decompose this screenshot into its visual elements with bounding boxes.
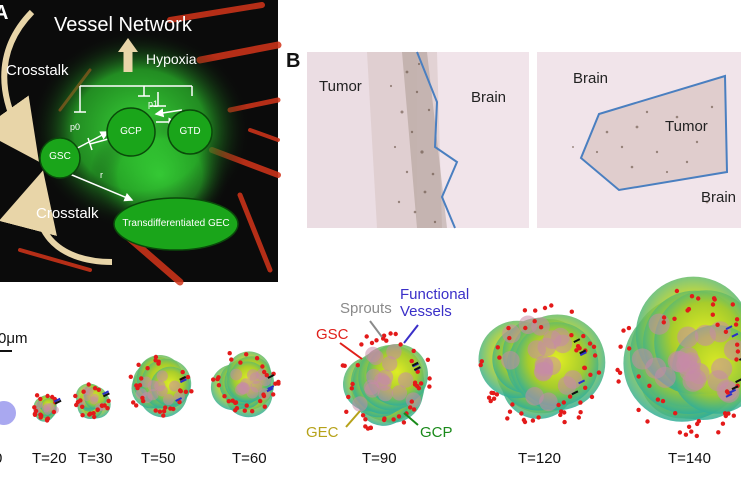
histology-left-graphic [307,51,529,229]
time-label-140: T=140 [668,450,711,467]
gtd-node [167,109,213,155]
hypoxia-label: Hypoxia [146,51,197,67]
tumor-cluster-4 [210,351,281,418]
tumor-cluster-0 [0,401,16,425]
tumor-cluster-5 [340,331,432,431]
time-label-120: T=120 [518,450,561,467]
panel-a-graphic [0,2,282,286]
tumor-cluster-6 [478,303,606,425]
right-brain-top-label: Brain [573,70,609,87]
tumor-cluster-7 [615,276,741,439]
time-label-30: T=30 [78,450,113,467]
gsc-label: GSC [49,151,71,162]
gec-label: Transdifferentiated GEC [122,218,230,229]
panel-a-schematic: A Vessel Network Hypoxia Crosstalk Cross… [0,0,282,286]
time-label-20: T=20 [32,450,67,467]
gsc-label-c: GSC [316,326,349,343]
growth-simulation [0,276,741,439]
time-label-60: T=60 [232,450,267,467]
tumor-clusters [0,276,741,439]
tumor-cluster-3 [128,354,194,418]
vessel-network-label: Vessel Network [54,14,192,36]
right-brain-bottom-label: Brain [701,189,737,206]
gcp-label-c: GCP [420,424,453,441]
right-tumor-label: Tumor [665,118,708,135]
scale-label: 0μm [0,330,28,347]
scale-bar [0,350,12,352]
gtd-label: GTD [179,126,201,137]
gec-label-c: GEC [306,424,339,441]
left-brain-label: Brain [471,89,507,106]
gcp-label: GCP [120,126,142,137]
crosstalk-top-label: Crosstalk [6,62,69,79]
histology-left: Tumor Brain [307,51,529,229]
left-tumor-label: Tumor [319,78,362,95]
gsc-node [39,137,81,179]
gec-node [113,197,239,251]
tumor-cluster-2 [73,382,111,420]
time-label-0: 0 [0,450,2,467]
param-p1: p1 [148,99,159,109]
crosstalk-bottom-label: Crosstalk [36,205,99,222]
param-r: r [100,170,103,180]
time-label-90: T=90 [362,450,397,467]
gcp-node [106,107,156,157]
time-label-50: T=50 [141,450,176,467]
functional-vessels-label: Functional Vessels [400,286,470,320]
param-p0: p0 [70,122,81,132]
tumor-cluster-1 [32,393,62,423]
histology-right-graphic [537,52,741,228]
histology-right: Brain Tumor Brain [537,52,741,228]
panel-a-letter: A [0,2,9,24]
panel-b-letter: B [286,50,301,72]
sprouts-label: Sprouts [340,300,392,317]
